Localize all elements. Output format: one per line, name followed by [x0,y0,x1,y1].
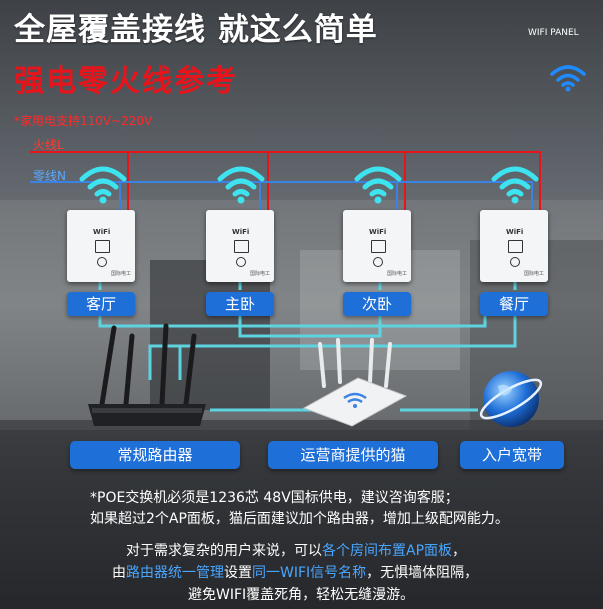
description-highlight: 各个房间布置AP面板 [322,543,453,559]
room-label-dining-room: 餐厅 [480,292,548,316]
ethernet-port-icon [234,240,249,253]
wifi-panel: WiFi 国际电工 [480,210,548,282]
room-label-second-bedroom: 次卧 [343,292,411,316]
description-highlight: 路由器统一管理 [126,565,224,581]
panel-brand: 国际电工 [387,271,408,277]
ethernet-port-icon [95,240,110,253]
ethernet-port-icon [371,240,386,253]
neutral-wire [30,181,533,210]
description-line: 避免WIFI覆盖死角，轻松无缝漫游。 [188,587,415,603]
router-note: 如果超过2个AP面板，猫后面建议加个路由器，增加上级配网能力。 [90,511,509,527]
description-text: 对于需求复杂的用户来说，可以 [126,543,322,559]
description-text: 由 [112,565,126,581]
voltage-note: *家用电支持110V~220V [14,114,153,128]
poe-note: *POE交换机必须是1236芯 48V国标供电，建议咨询客服； [90,490,459,506]
description-text: 设置 [224,565,252,581]
wifi-icon [491,166,539,204]
ethernet-port-icon [508,240,523,253]
router-icon [88,323,206,426]
panel-brand: 国际电工 [111,271,132,277]
page-title: 全屋覆盖接线 就这么简单 [14,12,378,48]
reset-button-icon [373,257,383,267]
description-line: 由路由器统一管理设置同一WIFI信号名称，无惧墙体阻隔， [112,562,478,582]
wifi-panel: WiFi 国际电工 [206,210,274,282]
wifi-icon [79,166,127,204]
wifi-panel: WiFi 国际电工 [343,210,411,282]
room-label-master-bedroom: 主卧 [206,292,274,316]
broadband-label: 入户宽带 [460,441,564,469]
network-cables [98,282,517,412]
wifi-icon [217,166,265,204]
modem-label: 运营商提供的猫 [268,441,438,469]
panel-wifi-text: WiFi [506,228,524,236]
neutral-wire-label: 零线N [33,169,66,183]
wifi-icon [354,166,402,204]
panel-label: WIFI PANEL [528,28,579,38]
panel-wifi-text: WiFi [369,228,387,236]
panel-wifi-text: WiFi [93,228,111,236]
description-line: 对于需求复杂的用户来说，可以各个房间布置AP面板， [126,540,466,560]
live-wire-label: 火线L [33,138,64,152]
reset-button-icon [236,257,246,267]
globe-icon [479,371,543,427]
panel-wifi-text: WiFi [232,228,250,236]
panel-brand: 国际电工 [250,271,271,277]
reset-button-icon [97,257,107,267]
description-highlight: 同一WIFI信号名称 [252,565,367,581]
reset-button-icon [510,257,520,267]
page-subtitle: 强电零火线参考 [14,64,238,99]
router-label: 常规路由器 [70,441,240,469]
room-label-living-room: 客厅 [67,292,135,316]
wifi-panel: WiFi 国际电工 [67,210,135,282]
description-text: ，无惧墙体阻隔， [366,565,479,581]
wifi-icon [550,65,586,92]
description-text: ， [452,543,467,559]
modem-icon [302,338,408,427]
panel-brand: 国际电工 [524,271,545,277]
